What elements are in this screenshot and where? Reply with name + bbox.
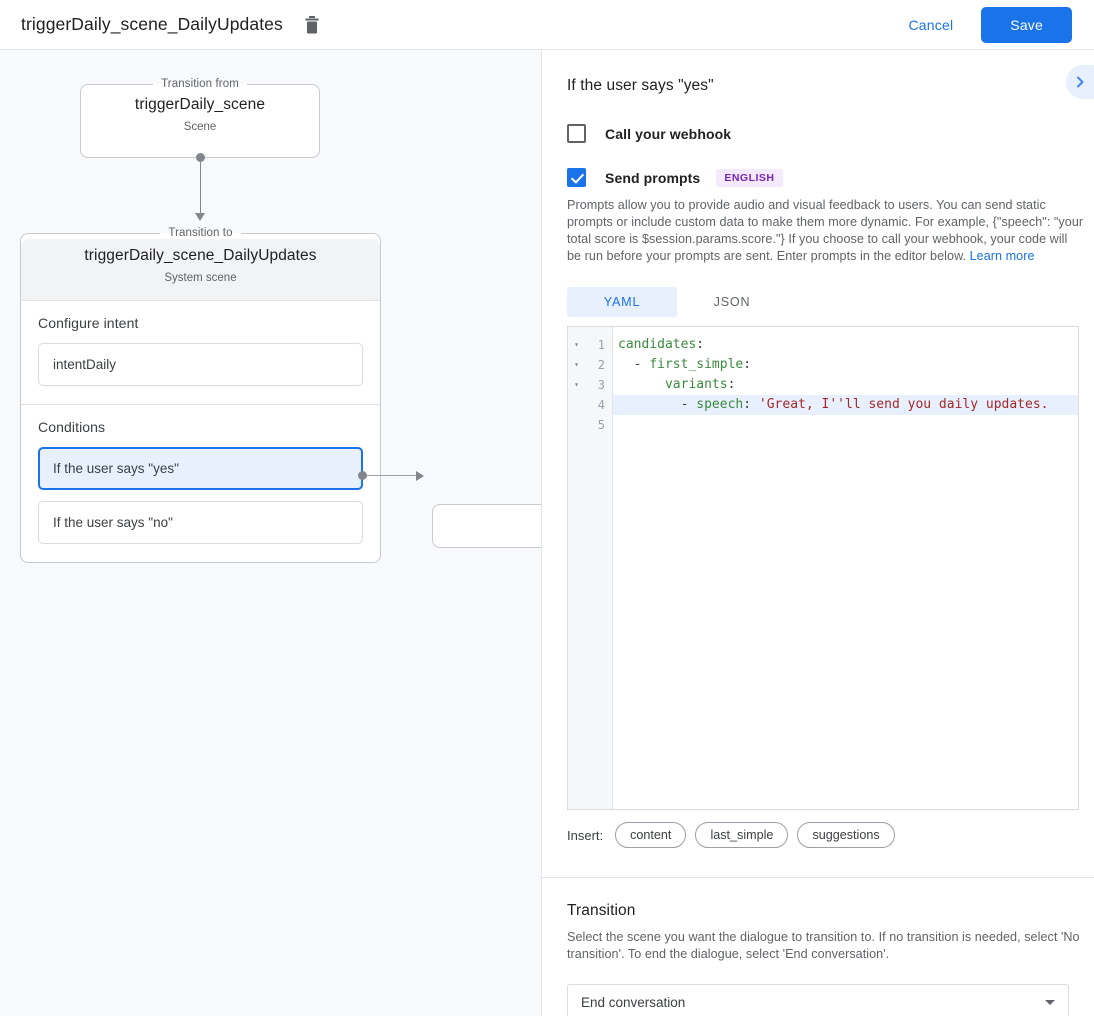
intent-value[interactable]: intentDaily <box>38 343 363 386</box>
code-token: - <box>618 357 650 372</box>
cancel-button[interactable]: Cancel <box>899 9 964 41</box>
prompts-description: Prompts allow you to provide audio and v… <box>542 197 1094 265</box>
code-token <box>618 377 665 392</box>
editor-code-line[interactable]: - speech: 'Great, I''ll send you daily u… <box>613 395 1078 415</box>
webhook-label: Call your webhook <box>605 125 732 142</box>
code-token: : <box>743 397 759 412</box>
send-prompts-checkbox[interactable] <box>567 168 586 187</box>
chevron-right-icon <box>1077 76 1084 88</box>
transition-to-header: triggerDaily_scene_DailyUpdates System s… <box>21 239 380 301</box>
editor-gutter-row: ▾3 <box>568 375 612 395</box>
tab-yaml[interactable]: YAML <box>567 287 677 317</box>
editor-line-number: 4 <box>597 398 605 412</box>
connector-line-horizontal <box>366 475 420 476</box>
insert-chip-suggestions[interactable]: suggestions <box>797 822 895 848</box>
code-token: : <box>696 337 705 352</box>
transition-description: Select the scene you want the dialogue t… <box>567 930 1080 961</box>
editor-line-number: 2 <box>597 358 605 372</box>
chevron-down-icon <box>1045 999 1055 1005</box>
fold-arrow-icon[interactable]: ▾ <box>574 340 579 349</box>
code-token: : <box>727 377 736 392</box>
editor-code-line[interactable]: variants: <box>613 375 1078 395</box>
code-token: 'Great, I''ll send you daily updates. <box>758 397 1049 412</box>
scene-graph-canvas[interactable]: Transition from triggerDaily_scene Scene… <box>0 50 541 1016</box>
editor-gutter-row: 5 <box>568 415 612 435</box>
insert-row: Insert: content last_simple suggestions <box>542 821 1094 849</box>
transition-from-node[interactable]: Transition from triggerDaily_scene Scene <box>80 78 320 158</box>
transition-to-subtitle: System scene <box>164 272 237 284</box>
webhook-checkbox[interactable] <box>567 124 586 143</box>
language-badge: ENGLISH <box>716 168 783 187</box>
transition-from-title: triggerDaily_scene <box>134 96 266 113</box>
panel-title: If the user says "yes" <box>567 77 714 94</box>
transition-select[interactable]: End conversation <box>567 984 1069 1016</box>
editor-format-tabs: YAML JSON <box>542 287 1094 317</box>
top-bar: triggerDaily_scene_DailyUpdates Cancel S… <box>0 0 1094 50</box>
insert-chip-last-simple[interactable]: last_simple <box>695 822 789 848</box>
transition-select-value: End conversation <box>581 994 686 1010</box>
prompts-row[interactable]: Send prompts ENGLISH <box>542 168 1094 187</box>
editor-gutter-row: ▾1 <box>568 335 612 355</box>
transition-from-subtitle: Scene <box>183 121 217 133</box>
editor-line-number: 1 <box>597 338 605 352</box>
transition-to-node[interactable]: Transition to triggerDaily_scene_DailyUp… <box>20 227 381 563</box>
condition-item-yes[interactable]: If the user says "yes" <box>38 447 363 490</box>
insert-chip-content[interactable]: content <box>615 822 687 848</box>
code-token: first_simple <box>649 357 744 372</box>
editor-line-number: 5 <box>597 418 605 432</box>
panel-expand-button[interactable] <box>1066 65 1094 99</box>
transition-target-node[interactable] <box>432 504 541 548</box>
send-prompts-label: Send prompts <box>605 169 701 186</box>
transition-to-title: triggerDaily_scene_DailyUpdates <box>84 247 317 264</box>
code-token: speech <box>696 397 744 412</box>
fold-arrow-icon[interactable]: ▾ <box>574 380 579 389</box>
prompts-description-text: Prompts allow you to provide audio and v… <box>567 198 1084 263</box>
save-button[interactable]: Save <box>981 6 1072 43</box>
editor-gutter-row: ▾2 <box>568 355 612 375</box>
connector-arrow-down <box>195 213 205 221</box>
condition-item-no[interactable]: If the user says "no" <box>38 501 363 544</box>
connector-line-vertical <box>200 157 201 215</box>
fold-arrow-icon[interactable]: ▾ <box>574 360 579 369</box>
learn-more-link[interactable]: Learn more <box>969 249 1035 263</box>
code-token: : <box>743 357 752 372</box>
connector-arrow-right <box>416 471 424 481</box>
configure-intent-label: Configure intent <box>38 315 139 331</box>
panel-header: If the user says "yes" <box>542 50 1094 99</box>
editor-code-line[interactable] <box>613 415 1078 435</box>
connector-dot-condition <box>358 471 367 480</box>
conditions-label: Conditions <box>38 419 106 435</box>
editor-line-number: 3 <box>597 378 605 392</box>
condition-details-panel: If the user says "yes" Call your webhook… <box>541 50 1094 1016</box>
page-title: triggerDaily_scene_DailyUpdates <box>21 14 283 34</box>
editor-code-area[interactable]: candidates: - first_simple: variants: - … <box>613 327 1078 809</box>
editor-gutter-row: 4 <box>568 395 612 415</box>
transition-to-legend: Transition to <box>168 227 233 239</box>
configure-intent-section: Configure intent intentDaily <box>21 301 380 405</box>
transition-section-title: Transition <box>567 902 636 919</box>
section-divider <box>542 877 1094 878</box>
code-token: candidates <box>618 337 697 352</box>
editor-code-line[interactable]: - first_simple: <box>613 355 1078 375</box>
insert-label: Insert: <box>567 827 604 843</box>
conditions-section: Conditions If the user says "yes" If the… <box>21 405 380 562</box>
trash-icon <box>305 15 319 33</box>
delete-button[interactable] <box>299 12 325 38</box>
code-token: variants <box>664 377 728 392</box>
code-token: - <box>618 397 697 412</box>
transition-from-legend: Transition from <box>161 78 239 90</box>
editor-code-line[interactable]: candidates: <box>613 335 1078 355</box>
transition-from-body: triggerDaily_scene Scene <box>81 90 319 133</box>
webhook-row[interactable]: Call your webhook <box>542 124 1094 143</box>
tab-json[interactable]: JSON <box>713 295 751 309</box>
